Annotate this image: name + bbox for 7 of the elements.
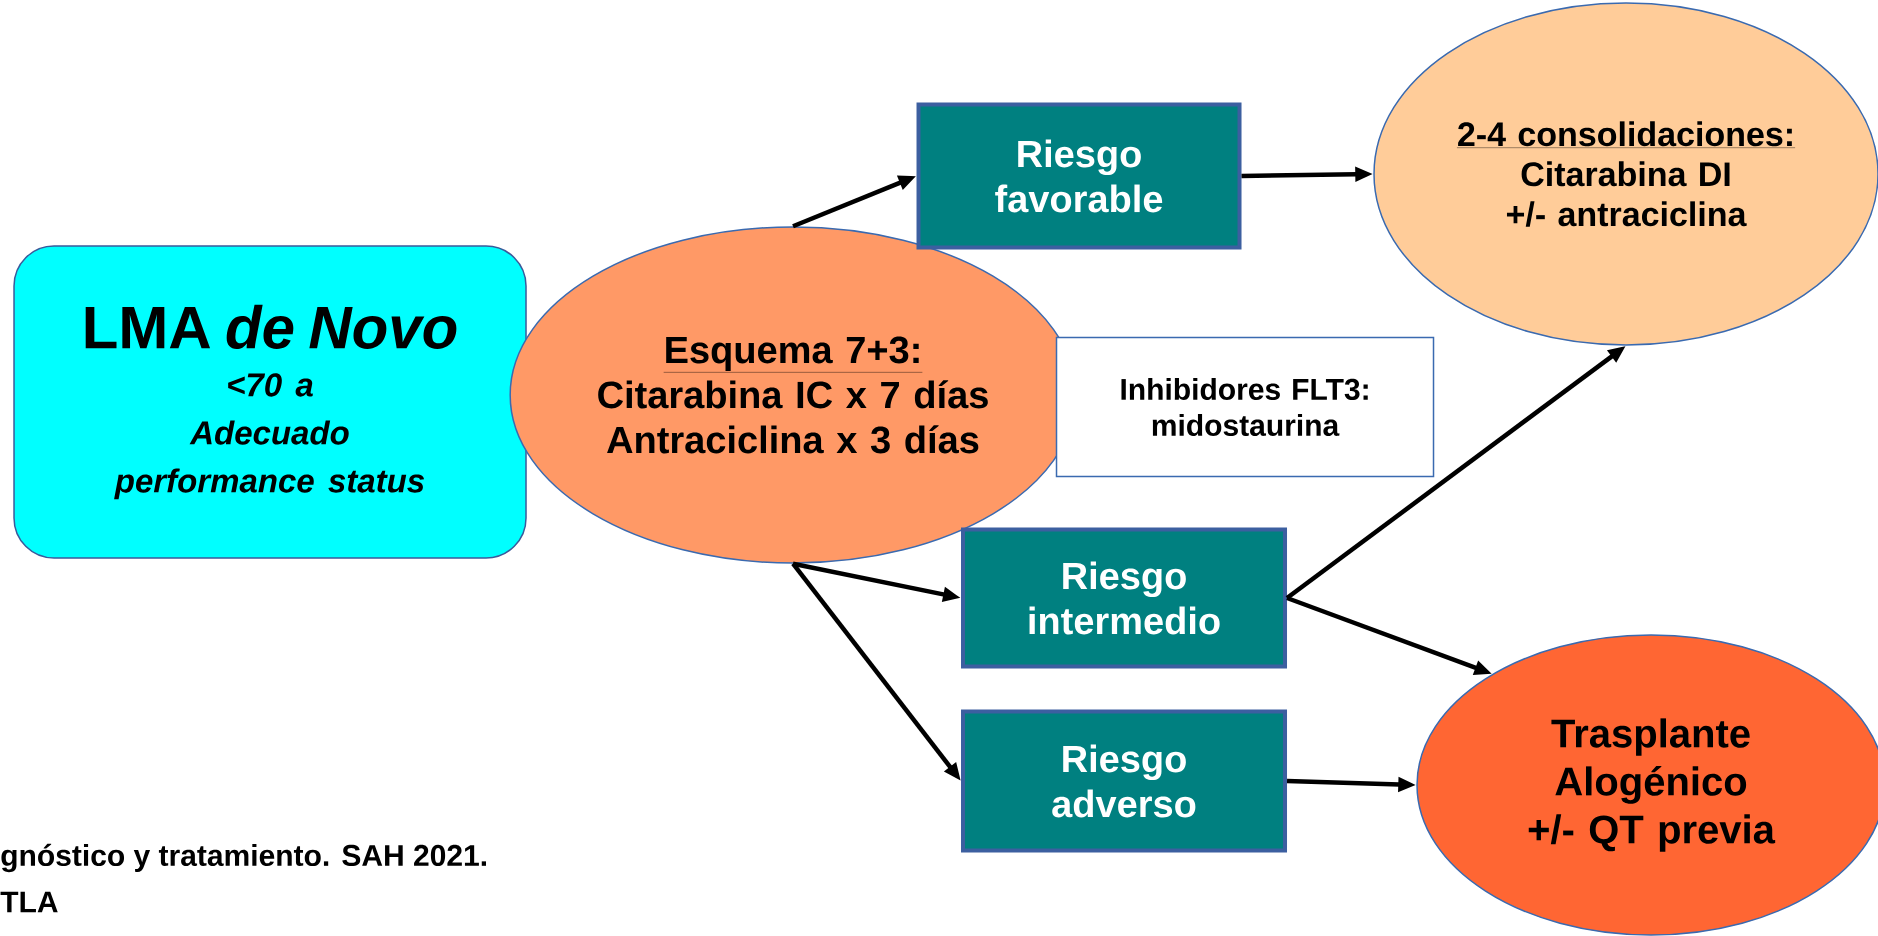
note-box: Inhibidores FLT3: midostaurina xyxy=(1055,336,1435,478)
risk-box: Riesgo adverso xyxy=(961,709,1287,853)
start-box: LMA de Novo <70 a Adecuado performance status xyxy=(13,245,527,559)
risk-box: Riesgo favorable xyxy=(916,102,1242,250)
citation-text: TLA xyxy=(0,891,58,913)
citation-text: gnóstico y tratamiento. SAH 2021. xyxy=(1,843,486,873)
risk-box: Riesgo intermedio xyxy=(961,527,1287,669)
